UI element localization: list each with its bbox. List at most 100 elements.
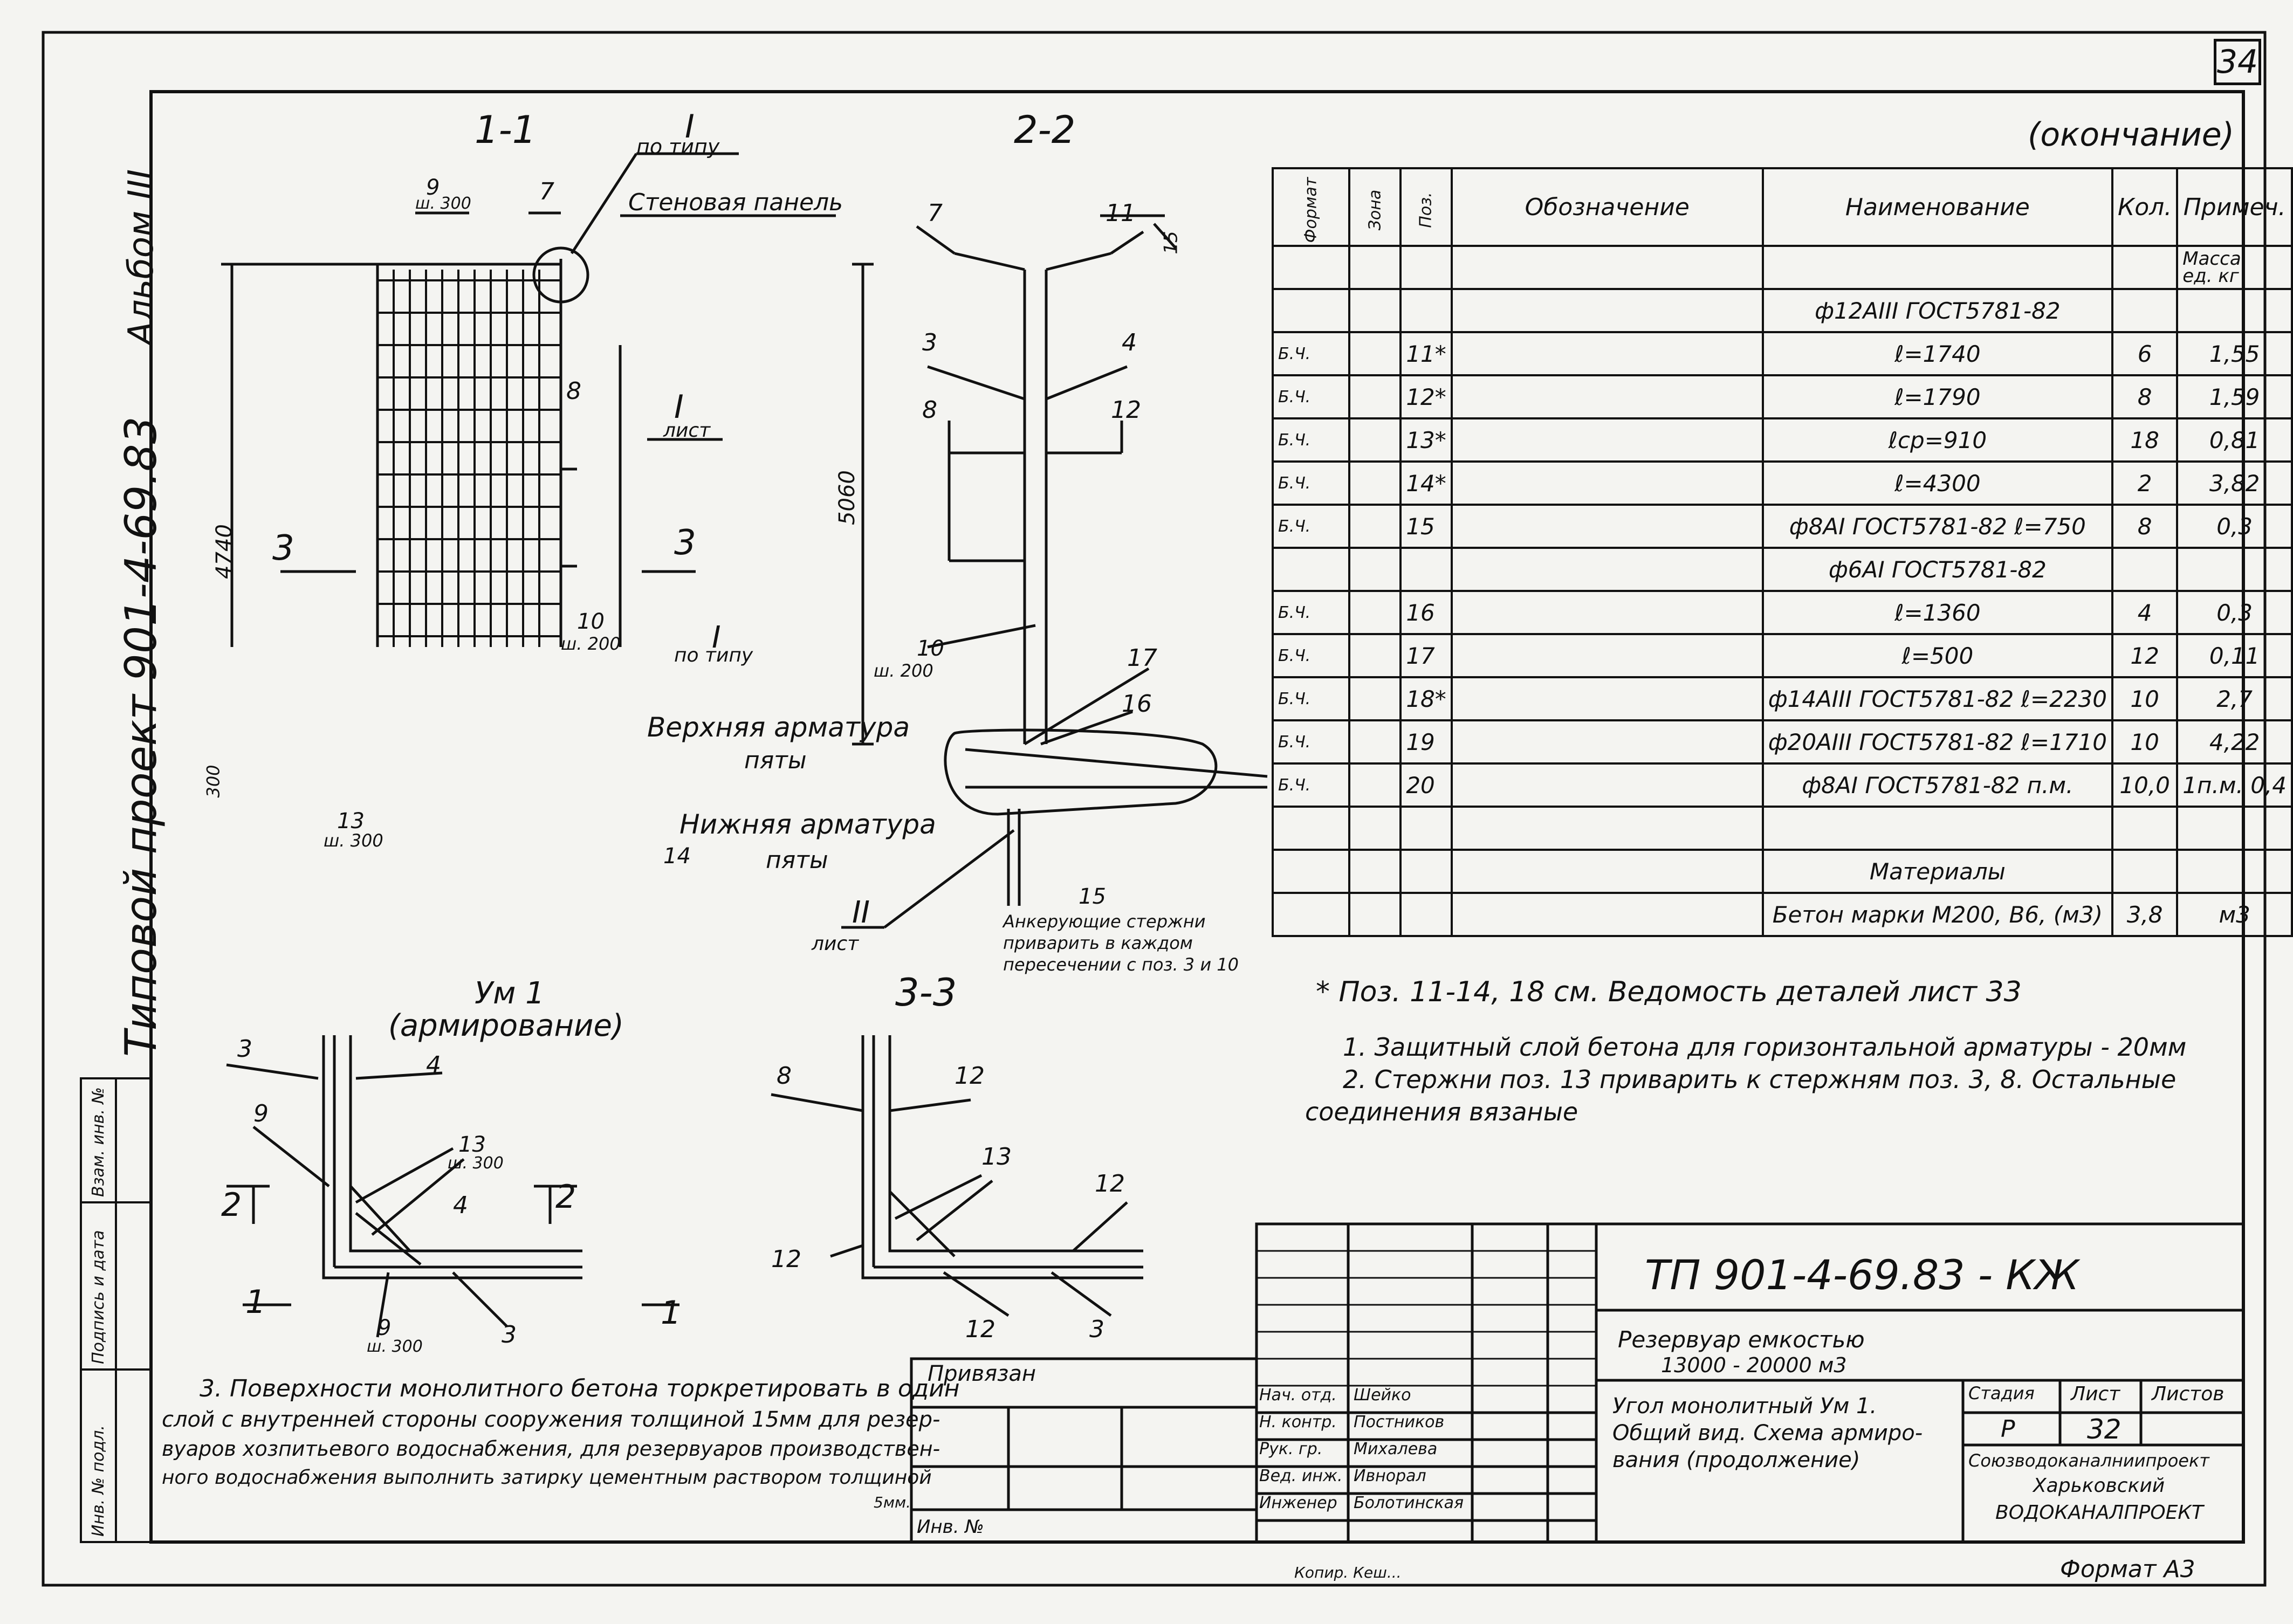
org-line-1: Союзводоканалниипроект xyxy=(1968,1450,2209,1471)
inv-label: Инв. № xyxy=(917,1516,984,1538)
s2-label-3: 3 xyxy=(922,329,937,356)
spec-cell-pos xyxy=(1399,849,1453,894)
spec-header-zone: Зона xyxy=(1348,167,1402,247)
note-3-line-3: вуаров хозпитьевого водоснабжения, для р… xyxy=(162,1437,940,1461)
spec-cell-note: 2,7 xyxy=(2176,676,2293,721)
label-heel-2: пяты xyxy=(766,847,828,874)
stage-value: Р xyxy=(2001,1415,2015,1443)
stage-header: Стадия xyxy=(1968,1383,2035,1403)
spec-cell-name: Материалы xyxy=(1761,849,2114,894)
spec-cell-format: Б.Ч. xyxy=(1272,719,1350,765)
sheet-title-line-2: Общий вид. Схема армиро- xyxy=(1612,1421,1923,1446)
label-pos-13-step: ш. 300 xyxy=(324,830,383,851)
spec-header-format: Формат xyxy=(1272,167,1350,247)
spec-cell-qty: 10,0 xyxy=(2111,762,2179,808)
org-line-3: ВОДОКАНАЛПРОЕКТ xyxy=(1995,1502,2203,1524)
spec-cell-note: м3 xyxy=(2176,892,2293,937)
label-pos-14: 14 xyxy=(663,844,691,869)
spec-cell-format: Б.Ч. xyxy=(1272,590,1350,635)
um1-label-9: 9 xyxy=(253,1100,269,1127)
um1-label-9b: 9 xyxy=(377,1316,392,1340)
label-pos-10-step: ш. 200 xyxy=(561,634,621,654)
sheet-title-line-3: вания (продолжение) xyxy=(1612,1448,1861,1472)
s3-label-8: 8 xyxy=(777,1062,792,1090)
section-2-2-drawing xyxy=(841,214,1268,929)
spec-cell-note: 0,3 xyxy=(2176,504,2293,549)
note-3-line-4: ного водоснабжения выполнить затирку цем… xyxy=(162,1467,932,1489)
object-line-1: Резервуар емкостью xyxy=(1618,1326,1865,1353)
s3-label-12c: 12 xyxy=(771,1245,801,1273)
spec-cell-zone xyxy=(1348,331,1402,376)
um1-label-13: 13 xyxy=(458,1132,486,1157)
spec-cell-zone xyxy=(1348,590,1402,635)
spec-cell-zone xyxy=(1348,460,1402,506)
spec-cell-pos: 15 xyxy=(1399,504,1453,549)
spec-cell-qty: 3,8 xyxy=(2111,892,2179,937)
spec-header-name: Наименование xyxy=(1761,167,2114,247)
spec-cell-pos: 20 xyxy=(1399,762,1453,808)
label-II-list: II xyxy=(852,895,870,930)
spec-cell-designation xyxy=(1450,762,1764,808)
person-name: Ивнорал xyxy=(1354,1467,1426,1485)
s2-label-11: 11 xyxy=(1106,199,1136,227)
spec-cell-designation xyxy=(1450,417,1764,463)
spec-cell-pos: 14* xyxy=(1399,460,1453,506)
spec-cell-pos xyxy=(1399,288,1453,333)
spec-cell-qty xyxy=(2111,547,2179,592)
spec-cell-pos xyxy=(1399,892,1453,937)
label-po-tipu-top: по типу xyxy=(636,135,720,159)
sheet-value: 32 xyxy=(2087,1414,2122,1445)
spec-cell-zone xyxy=(1348,547,1402,592)
label-pos-7: 7 xyxy=(539,178,554,205)
copied-label: Копир. Кеш... xyxy=(1294,1564,1402,1581)
label-cut-3-right: 3 xyxy=(674,523,696,563)
person-role: Рук. гр. xyxy=(1259,1440,1323,1458)
s2-label-4: 4 xyxy=(1122,329,1137,356)
specification-table: Формат Зона Поз. Обозначение Наименовани… xyxy=(1272,167,2293,937)
spec-cell-note: 1,59 xyxy=(2176,374,2293,419)
spec-cell-note xyxy=(2176,288,2293,333)
section-1-1-drawing xyxy=(221,152,836,647)
spec-cell-name: ℓ=1360 xyxy=(1761,590,2114,635)
mass-note-line-1: Масса xyxy=(2182,248,2241,270)
spec-cell-note: 1,55 xyxy=(2176,331,2293,376)
note-3-line-5: 5мм. xyxy=(874,1494,911,1511)
spec-cell-pos: 18* xyxy=(1399,676,1453,721)
label-list: лист xyxy=(663,419,711,442)
s3-label-3: 3 xyxy=(1089,1316,1104,1343)
format-label: Формат А3 xyxy=(2060,1556,2195,1583)
spec-cell-name: ф6АI ГОСТ5781-82 xyxy=(1761,547,2114,592)
um1-subtitle: (армирование) xyxy=(388,1008,624,1043)
s3-label-12d: 12 xyxy=(965,1316,996,1343)
spec-cell-designation xyxy=(1450,633,1764,678)
spec-cell-designation xyxy=(1450,590,1764,635)
sheet-title-line-1: Угол монолитный Ум 1. xyxy=(1612,1394,1877,1419)
spec-cell-zone xyxy=(1348,719,1402,765)
spec-header-designation: Обозначение xyxy=(1450,167,1764,247)
spec-cell-name: ф8АI ГОСТ5781-82 п.м. xyxy=(1761,762,2114,808)
label-list-2: лист xyxy=(812,933,859,955)
spec-cell-name xyxy=(1761,806,2114,851)
um1-label-3: 3 xyxy=(237,1035,252,1063)
spec-cell-zone xyxy=(1348,849,1402,894)
spec-cell-pos: 13* xyxy=(1399,417,1453,463)
label-wall-panel: Стеновая панель xyxy=(628,189,843,216)
spec-cell-zone xyxy=(1348,633,1402,678)
spec-cell-pos: 16 xyxy=(1399,590,1453,635)
org-line-2: Харьковский xyxy=(2033,1475,2165,1497)
label-I-top: I xyxy=(685,108,695,146)
person-name: Михалева xyxy=(1354,1440,1438,1458)
spec-cell-note: 3,82 xyxy=(2176,460,2293,506)
um1-label-4b: 4 xyxy=(453,1192,468,1219)
spec-cell-zone xyxy=(1348,762,1402,808)
spec-cell-name: ℓср=910 xyxy=(1761,417,2114,463)
